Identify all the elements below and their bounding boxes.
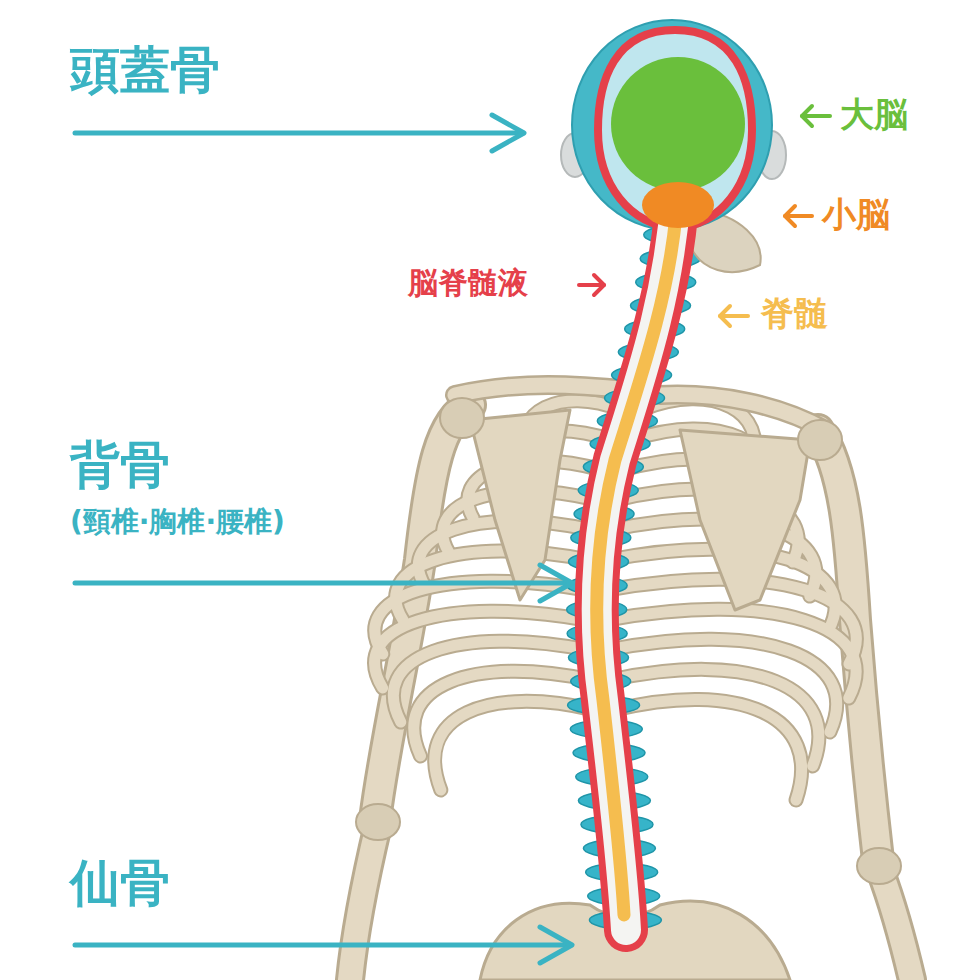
part-label: 小脳	[822, 195, 890, 234]
cerebellum	[642, 182, 714, 228]
csf-space	[597, 196, 676, 930]
cerebrum	[611, 57, 745, 191]
spinal-cord	[597, 215, 676, 915]
part-label: 脳脊髄液	[408, 266, 528, 301]
bone-label: 頭蓋骨	[70, 42, 220, 100]
csf-outline	[598, 30, 752, 228]
rib	[607, 609, 856, 698]
bone-label: 仙骨	[70, 855, 170, 913]
part-label: 大脳	[840, 95, 908, 134]
rib	[435, 701, 594, 790]
part-label: 脊髄	[760, 294, 828, 333]
rib	[608, 639, 837, 732]
rib	[607, 609, 856, 698]
rib	[435, 701, 594, 790]
bone-sublabel: (頸椎·胸椎·腰椎)	[70, 506, 285, 538]
rib	[608, 639, 837, 732]
bone-label: 背骨	[70, 437, 170, 495]
